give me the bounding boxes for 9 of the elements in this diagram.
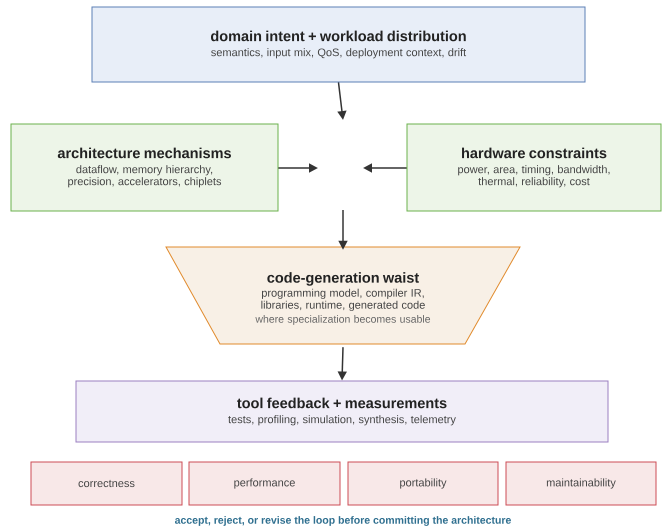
input-box: architecture mechanisms dataflow, memory hierarchy, precision, accelerators, chiplets <box>10 124 278 212</box>
criterion-box: portability <box>348 462 498 506</box>
input-box: hardware constraints power, area, timing, bandwidth, thermal, reliability, cost <box>406 124 662 212</box>
input-box: domain intent + workload distribution semantics, input mix, QoS, deployment context, drift <box>92 6 586 82</box>
criterion-box: maintainability <box>506 462 656 506</box>
criterion-box: performance <box>188 462 340 506</box>
feedback-box: tool feedback + measurements tests, profiling, simulation, synthesis, telemetry <box>76 380 608 442</box>
criterion-box: correctness <box>30 462 182 506</box>
caption: accept, reject, or revise the loop before committing the architecture <box>174 516 511 526</box>
